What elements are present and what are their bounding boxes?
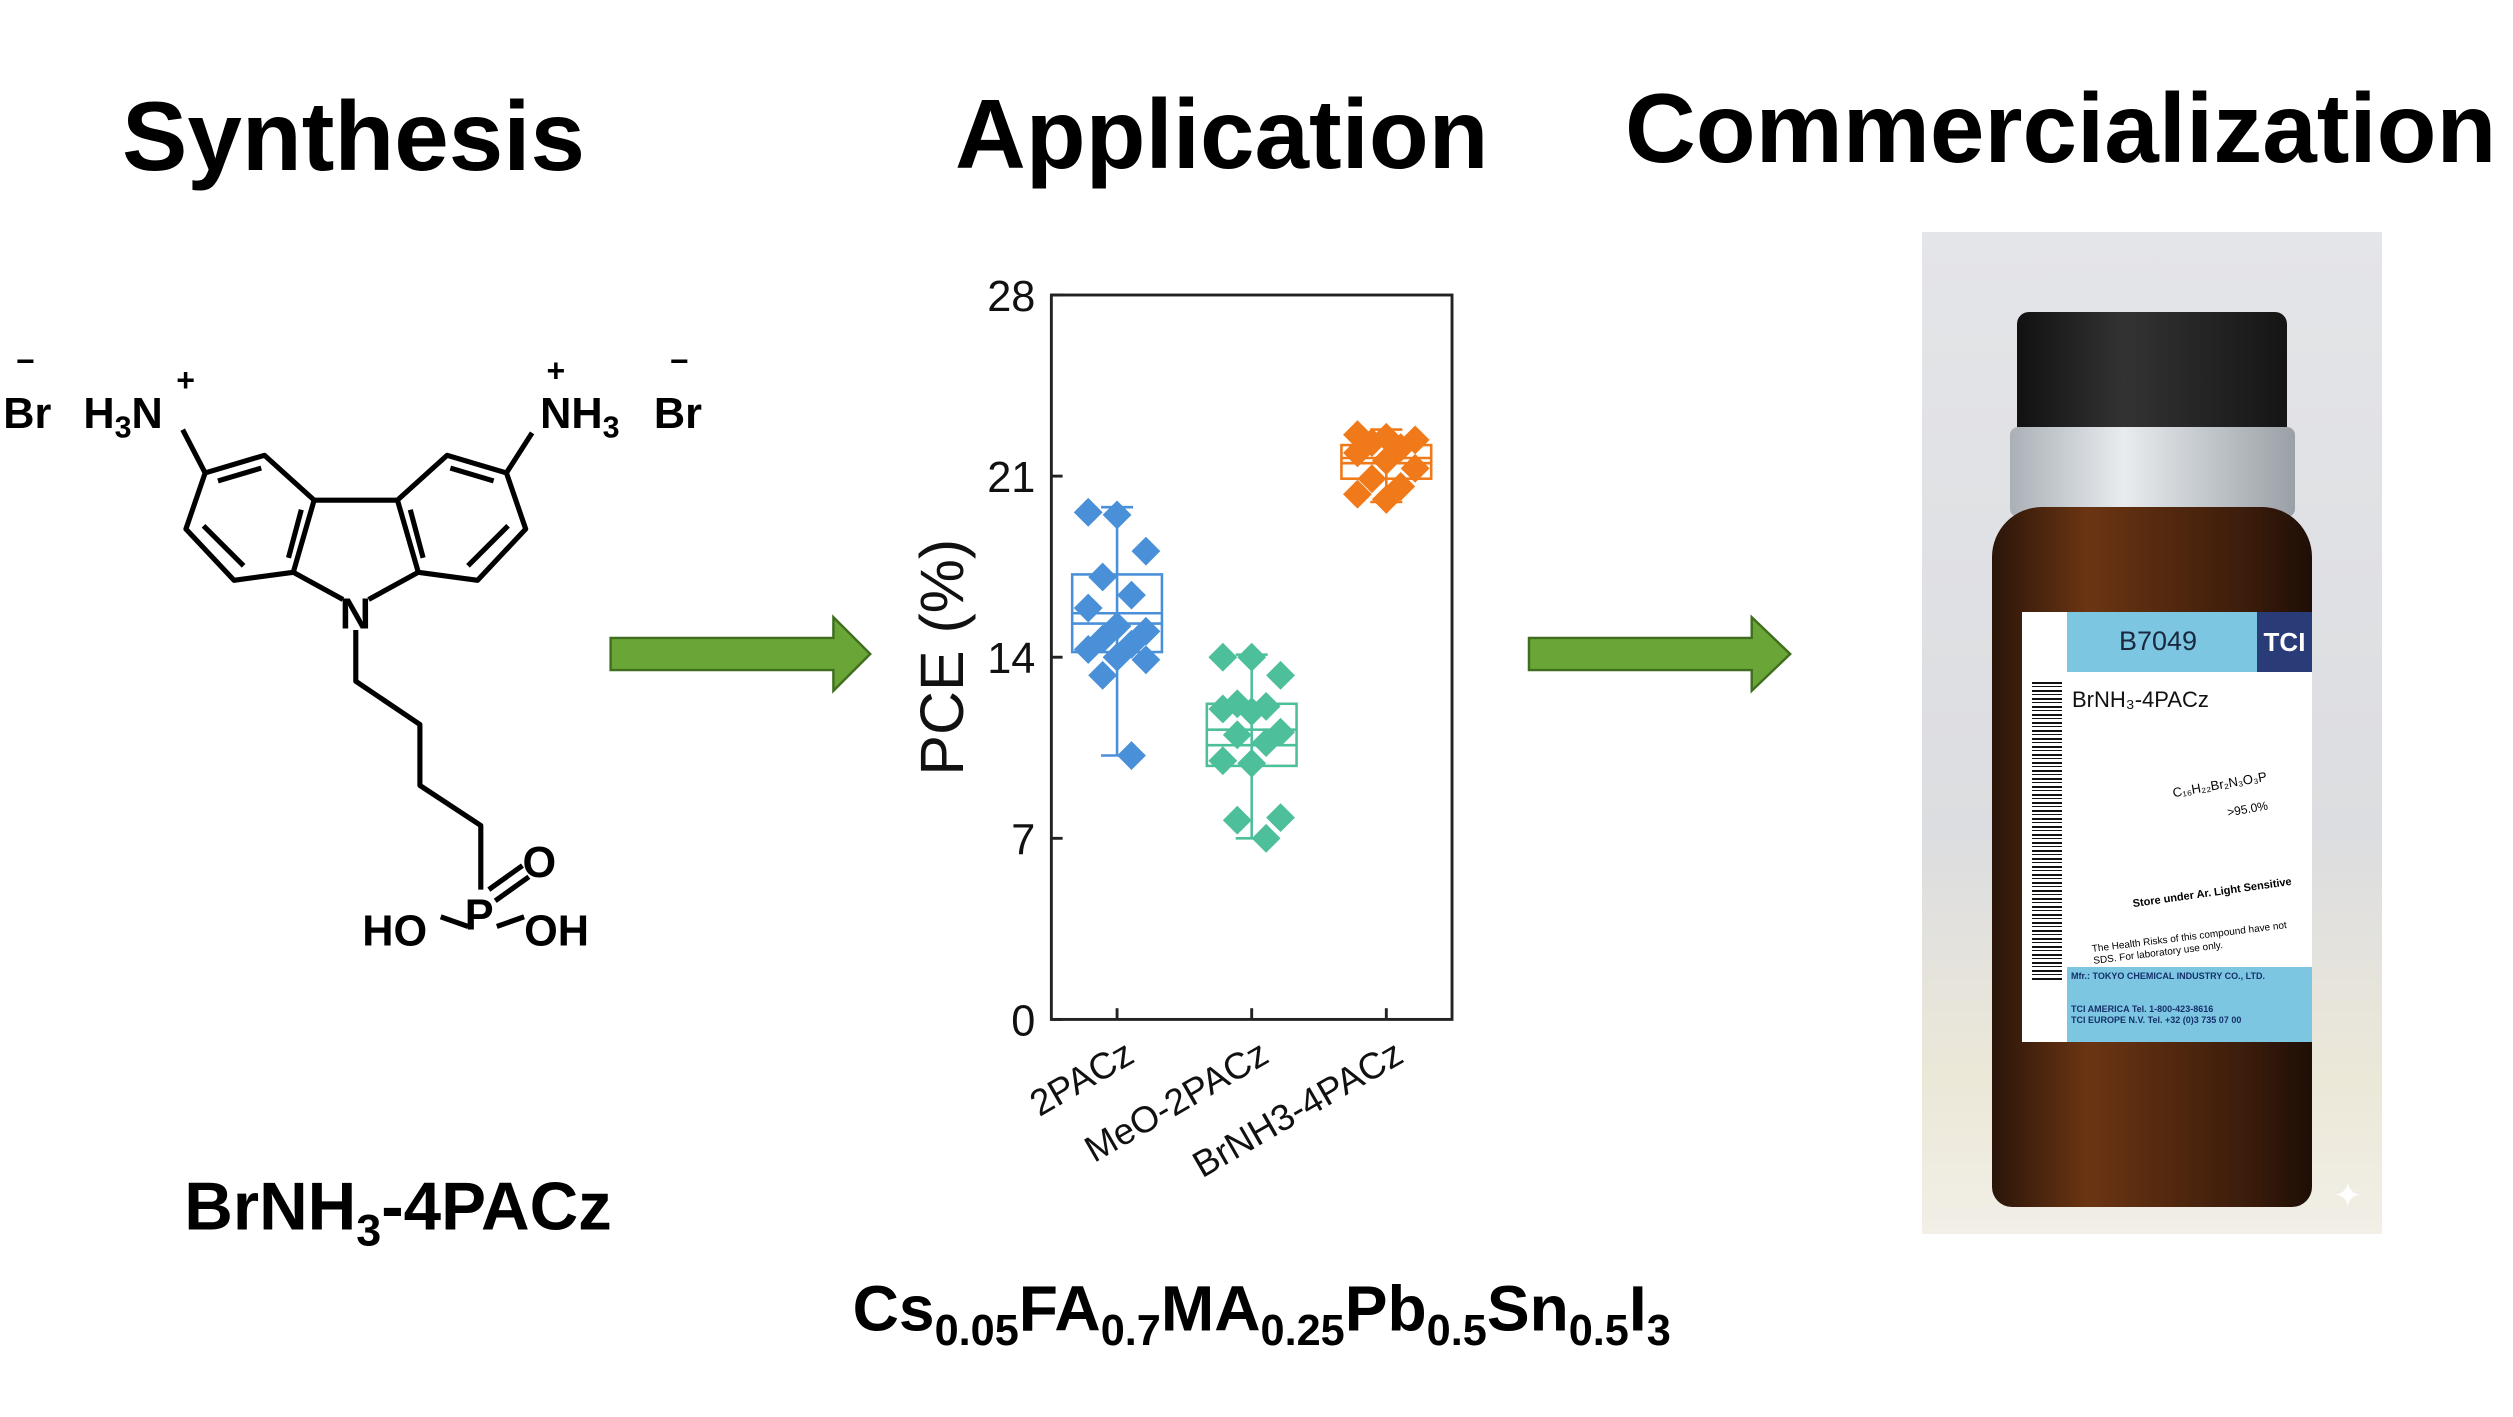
y-tick-label: 28 [987,273,1035,321]
left-bromide: Br [3,390,51,438]
product-name: BrNH₃-4PACz [2072,687,2209,712]
left-minus: − [16,343,35,379]
data-point [1073,497,1103,527]
data-point [1237,642,1267,672]
data-point [1102,500,1132,530]
health-note: The Health Risks of this compound have n… [2091,920,2288,967]
tci-logo: TCI [2257,612,2312,672]
data-point [1208,746,1238,776]
sparkle-icon: ✦ [2333,1177,2363,1215]
phosphorus-label: P [465,892,494,940]
bottle-label: B7049 TCI BrNH₃-4PACz C₁₆H₂₂Br₂N₃O₃P >95… [2022,612,2312,1042]
data-point [1266,803,1295,833]
heading-synthesis: Synthesis [122,81,585,191]
element-symbol: I [1629,1272,1647,1344]
element-subscript: 3 [1647,1307,1671,1355]
label-header: B7049 TCI [2067,612,2312,672]
data-point [1117,741,1146,770]
element-subscript: 0.25 [1261,1307,1345,1355]
data-point [1251,823,1281,853]
manufacturer-info: Mfr.: TOKYO CHEMICAL INDUSTRY CO., LTD. … [2067,967,2312,1042]
tci-europe: TCI EUROPE N.V. Tel. +32 (0)3 735 07 00 [2071,1015,2242,1025]
data-point [1266,660,1295,690]
left-ammonium: H3N [83,390,162,445]
heading-application: Application [955,79,1489,189]
product-code: B7049 [2119,626,2198,656]
element-symbol: Pb [1345,1272,1427,1344]
bottle-cap [2017,312,2287,432]
arrow-right-icon [609,614,872,694]
barcode [2032,682,2062,982]
product-formula: C₁₆H₂₂Br₂N₃O₃P [2171,768,2268,801]
data-point [1117,580,1146,610]
hydroxyl-left: HO [362,908,427,956]
data-point [1400,453,1430,483]
hydroxyl-right: OH [524,908,589,956]
data-point [1343,479,1372,509]
perovskite-composition: Cs0.05FA0.7MA0.25Pb0.5Sn0.5I3 [853,1272,1671,1354]
molecule-name: BrNH3-4PACz [184,1169,612,1255]
heading-commercialization: Commercialization [1625,73,2497,183]
arrow-right-icon [1527,614,1792,694]
y-tick-label: 7 [1011,816,1035,864]
data-point [1073,635,1103,664]
tci-america: TCI AMERICA Tel. 1-800-423-8616 [2071,1004,2214,1014]
element-symbol: MA [1161,1272,1261,1344]
element-subscript: 0.5 [1569,1307,1629,1355]
element-symbol: FA [1019,1272,1101,1344]
pce-chart: PCE (%) 071421282PACzMeO-2PACzBrNH3-4PAC… [908,273,1454,1185]
right-bromide: Br [654,390,702,438]
oxygen-label: O [522,839,556,887]
element-subscript: 0.7 [1101,1307,1161,1355]
series-brnh3-4pacz [1340,420,1433,514]
product-purity: >95.0% [2226,798,2269,820]
data-point [1131,536,1161,566]
data-point [1208,642,1238,672]
y-tick-label: 21 [987,454,1035,502]
right-plus: + [547,353,566,389]
y-axis-label: PCE (%) [908,539,976,776]
nitrogen-label: N [340,590,371,638]
bottle-seal [2010,427,2295,517]
data-point [1343,438,1372,468]
element-subscript: 0.05 [935,1307,1019,1355]
manufacturer: Mfr.: TOKYO CHEMICAL INDUSTRY CO., LTD. [2071,971,2266,981]
right-ammonium: NH3 [540,390,619,445]
right-minus: − [670,343,689,379]
left-plus: + [176,362,195,398]
data-point [1222,805,1252,835]
product-bottle-photo: B7049 TCI BrNH₃-4PACz C₁₆H₂₂Br₂N₃O₃P >95… [1922,232,2382,1234]
series-2pacz [1070,497,1164,770]
molecule-structure [180,428,535,929]
y-tick-label: 0 [1011,997,1035,1045]
storage-note: Store under Ar. Light Sensitive [2131,875,2293,911]
element-symbol: Sn [1487,1272,1569,1344]
element-symbol: Cs [853,1272,935,1344]
data-point [1073,593,1103,623]
series-meo-2pacz [1205,642,1298,853]
y-tick-label: 14 [987,635,1035,683]
data-point [1237,748,1267,778]
data-point [1088,562,1118,592]
element-subscript: 0.5 [1427,1307,1487,1355]
